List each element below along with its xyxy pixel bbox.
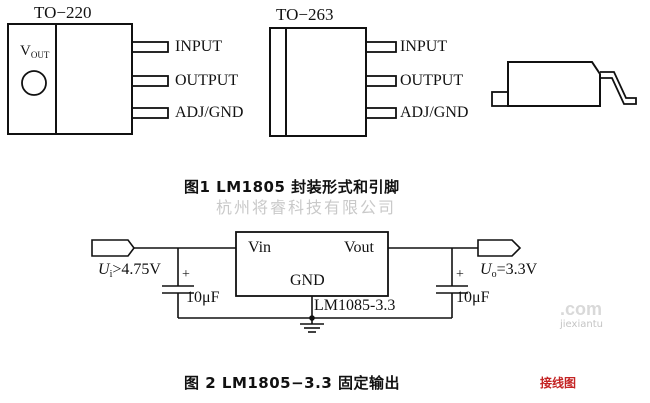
- cap-in-plus: +: [182, 267, 190, 282]
- to263-pin-adj-gnd: ADJ/GND: [400, 104, 469, 121]
- to263-package-label: TO−263: [276, 5, 334, 24]
- regulator-gnd-label: GND: [290, 272, 325, 289]
- vout-sub: OUT: [30, 50, 50, 60]
- to220-vout-label: VOUT: [20, 43, 50, 60]
- vout-main: V: [20, 43, 31, 59]
- input-value: >4.75V: [112, 261, 161, 278]
- to263-pin-input: INPUT: [400, 38, 448, 55]
- to220-package-label: TO−220: [34, 3, 92, 22]
- regulator-part-number: LM1085-3.3: [314, 297, 396, 314]
- to220-body: [7, 23, 133, 135]
- corner-watermark-chinese: 接线图: [540, 376, 577, 390]
- to220-pin-adj-gnd: ADJ/GND: [175, 104, 244, 121]
- input-voltage-label: Ui>4.75V: [98, 262, 161, 280]
- cap-in-value: 10μF: [186, 289, 220, 306]
- cap-out-plus: +: [456, 267, 464, 282]
- to220-pin-input: INPUT: [175, 38, 223, 55]
- to220-pin-output: OUTPUT: [175, 72, 239, 89]
- output-symbol: U: [480, 261, 492, 278]
- regulator-vout-label: Vout: [344, 239, 374, 256]
- ground-junction-dot: [309, 315, 315, 321]
- output-voltage-label: Uo=3.3V: [480, 262, 537, 280]
- corner-watermark-url: jiexiantu: [560, 319, 603, 330]
- output-value: =3.3V: [496, 261, 538, 278]
- side-profile-view: [491, 61, 637, 107]
- circuit-wires: [91, 231, 522, 333]
- to263-pin-output: OUTPUT: [400, 72, 464, 89]
- figure2-caption: 图 2 LM1805−3.3 固定输出: [184, 374, 400, 392]
- regulator-vin-label: Vin: [248, 239, 272, 256]
- to263-body: [269, 27, 367, 137]
- input-sub: i: [109, 269, 113, 280]
- input-symbol: U: [98, 261, 110, 278]
- corner-watermark-dotcom: .com: [560, 299, 603, 319]
- cap-out-value: 10μF: [456, 289, 490, 306]
- to220-pins: [131, 41, 169, 119]
- to263-pins: [365, 41, 397, 119]
- figure1-caption: 图1 LM1805 封装形式和引脚: [184, 178, 400, 196]
- output-sub: o: [491, 269, 497, 280]
- company-watermark: 杭州将睿科技有限公司: [216, 198, 397, 217]
